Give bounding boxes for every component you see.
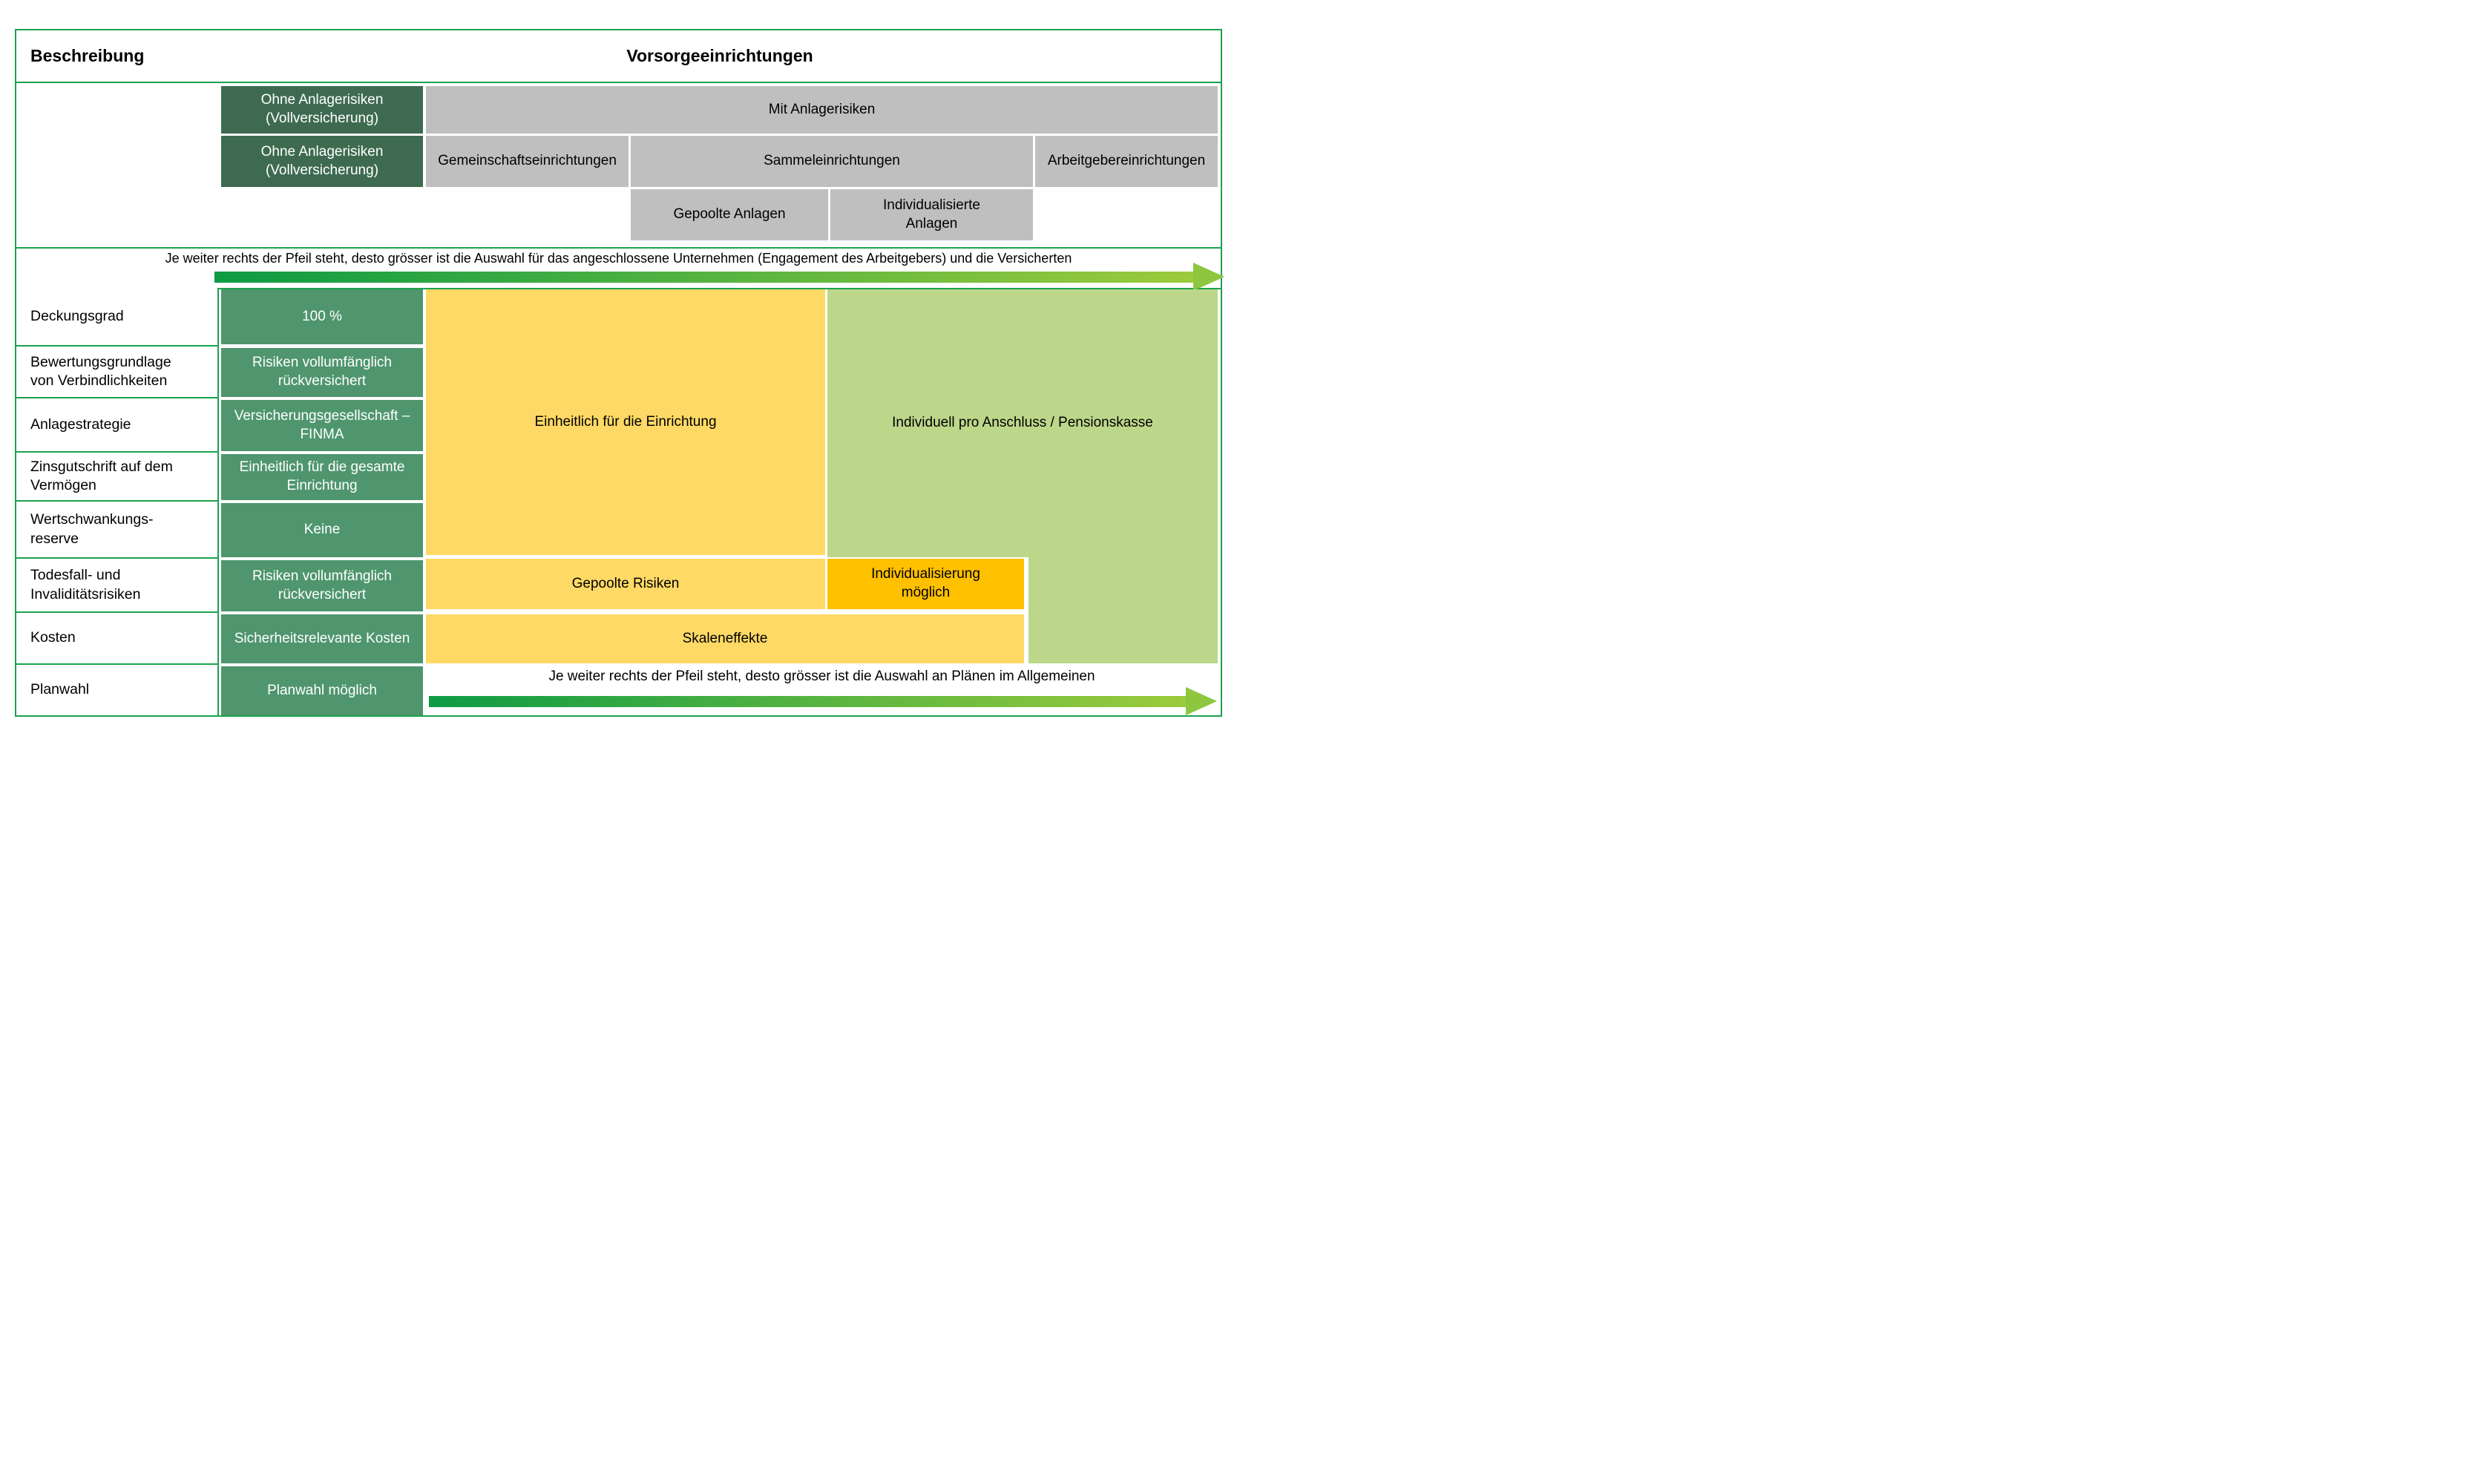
value-bewertungsgrundlage: Risiken vollumfänglich rückversichert bbox=[221, 348, 423, 397]
block-individualisierte-anlagen: Individualisierte Anlagen bbox=[830, 189, 1033, 240]
matrix-einheitlich-block: Einheitlich für die Einrichtung bbox=[426, 289, 825, 555]
slide-canvas: Beschreibung Vorsorgeeinrichtungen Ohne … bbox=[0, 0, 1237, 742]
header-beschreibung: Beschreibung bbox=[30, 46, 145, 65]
value-wertschwankungsreserve: Keine bbox=[221, 503, 423, 557]
row-label-todesfall: Todesfall- und Invaliditätsrisiken bbox=[16, 559, 219, 613]
divider-under-header bbox=[16, 82, 1221, 83]
bottom-arrow-band bbox=[429, 696, 1186, 707]
value-text: 100 % bbox=[302, 308, 342, 324]
matrix-lightgreen-extension bbox=[1028, 557, 1218, 663]
matrix-gepoolte-risiken-block: Gepoolte Risiken bbox=[426, 559, 825, 609]
matrix-skaleneffekte-block: Skaleneffekte bbox=[426, 614, 1024, 663]
value-text: Sicherheitsrelevante Kosten bbox=[234, 630, 410, 646]
value-kosten: Sicherheitsrelevante Kosten bbox=[221, 614, 423, 663]
value-deckungsgrad: 100 % bbox=[221, 289, 423, 344]
row-label-kosten: Kosten bbox=[16, 613, 219, 665]
value-text: Risiken vollumfänglich rückversichert bbox=[252, 568, 392, 603]
block-arbeitgebereinrichtungen: Arbeitgebereinrichtungen bbox=[1035, 136, 1218, 187]
row-label-text: Zinsgutschrift auf dem Vermögen bbox=[30, 458, 173, 493]
block-ohne-anlagerisiken-2: Ohne Anlagerisiken (Vollversicherung) bbox=[221, 136, 423, 187]
value-text: Versicherungsgesellschaft – FINMA bbox=[234, 407, 410, 442]
block-individualisierte-anlagen-label: Individualisierte Anlagen bbox=[883, 197, 980, 232]
header-row: Beschreibung Vorsorgeeinrichtungen bbox=[16, 30, 1221, 82]
bottom-arrow-head-icon bbox=[1186, 687, 1217, 715]
row-label-deckungsgrad: Deckungsgrad bbox=[16, 288, 219, 347]
value-text: Einheitlich für die gesamte Einrichtung bbox=[239, 459, 405, 493]
row-label-text: Wertschwankungs-reserve bbox=[30, 511, 154, 547]
value-todesfall: Risiken vollumfänglich rückversichert bbox=[221, 560, 423, 611]
value-anlagestrategie: Versicherungsgesellschaft – FINMA bbox=[221, 400, 423, 451]
block-gepoolte-anlagen: Gepoolte Anlagen bbox=[631, 189, 828, 240]
value-zinsgutschrift: Einheitlich für die gesamte Einrichtung bbox=[221, 454, 423, 500]
pension-comparison-table: Beschreibung Vorsorgeeinrichtungen Ohne … bbox=[15, 29, 1224, 717]
row-label-wertschwankungsreserve: Wertschwankungs-reserve bbox=[16, 502, 219, 559]
row-label-text: Todesfall- und Invaliditätsrisiken bbox=[30, 567, 141, 603]
block-gemeinschaftseinrichtungen: Gemeinschaftseinrichtungen bbox=[426, 136, 629, 187]
row-label-anlagestrategie: Anlagestrategie bbox=[16, 398, 219, 453]
value-text: Planwahl möglich bbox=[267, 682, 377, 698]
matrix-individualisierung-label: Individualisierung möglich bbox=[871, 566, 980, 600]
top-arrow-caption: Je weiter rechts der Pfeil steht, desto … bbox=[165, 251, 1072, 266]
matrix-individualisierung-block: Individualisierung möglich bbox=[827, 559, 1024, 609]
row-label-text: Bewertungsgrundlage von Verbindlichkeite… bbox=[30, 353, 171, 389]
row-label-text: Planwahl bbox=[30, 681, 90, 698]
row-label-text: Deckungsgrad bbox=[30, 307, 124, 324]
bottom-arrow-caption: Je weiter rechts der Pfeil steht, desto … bbox=[548, 669, 1095, 684]
block-sammeleinrichtungen: Sammeleinrichtungen bbox=[631, 136, 1033, 187]
divider-above-arrow bbox=[16, 247, 1221, 249]
row-label-planwahl: Planwahl bbox=[16, 665, 219, 715]
row-label-text: Kosten bbox=[30, 629, 76, 646]
top-arrow-head-icon bbox=[1193, 263, 1224, 291]
top-arrow-band bbox=[214, 272, 1196, 283]
block-ohne-anlagerisiken-1: Ohne Anlagerisiken (Vollversicherung) bbox=[221, 86, 423, 134]
value-text: Risiken vollumfänglich rückversichert bbox=[252, 355, 392, 389]
row-label-text: Anlagestrategie bbox=[30, 416, 131, 433]
row-label-zinsgutschrift: Zinsgutschrift auf dem Vermögen bbox=[16, 453, 219, 502]
value-planwahl: Planwahl möglich bbox=[221, 666, 423, 715]
row-label-bewertungsgrundlage: Bewertungsgrundlage von Verbindlichkeite… bbox=[16, 347, 219, 398]
matrix-individuell-block: Individuell pro Anschluss / Pensionskass… bbox=[827, 289, 1218, 557]
value-text: Keine bbox=[303, 522, 341, 538]
header-vorsorgeeinrichtungen: Vorsorgeeinrichtungen bbox=[626, 46, 813, 65]
divider-below-arrow bbox=[16, 288, 1221, 289]
block-mit-anlagerisiken: Mit Anlagerisiken bbox=[426, 86, 1218, 134]
